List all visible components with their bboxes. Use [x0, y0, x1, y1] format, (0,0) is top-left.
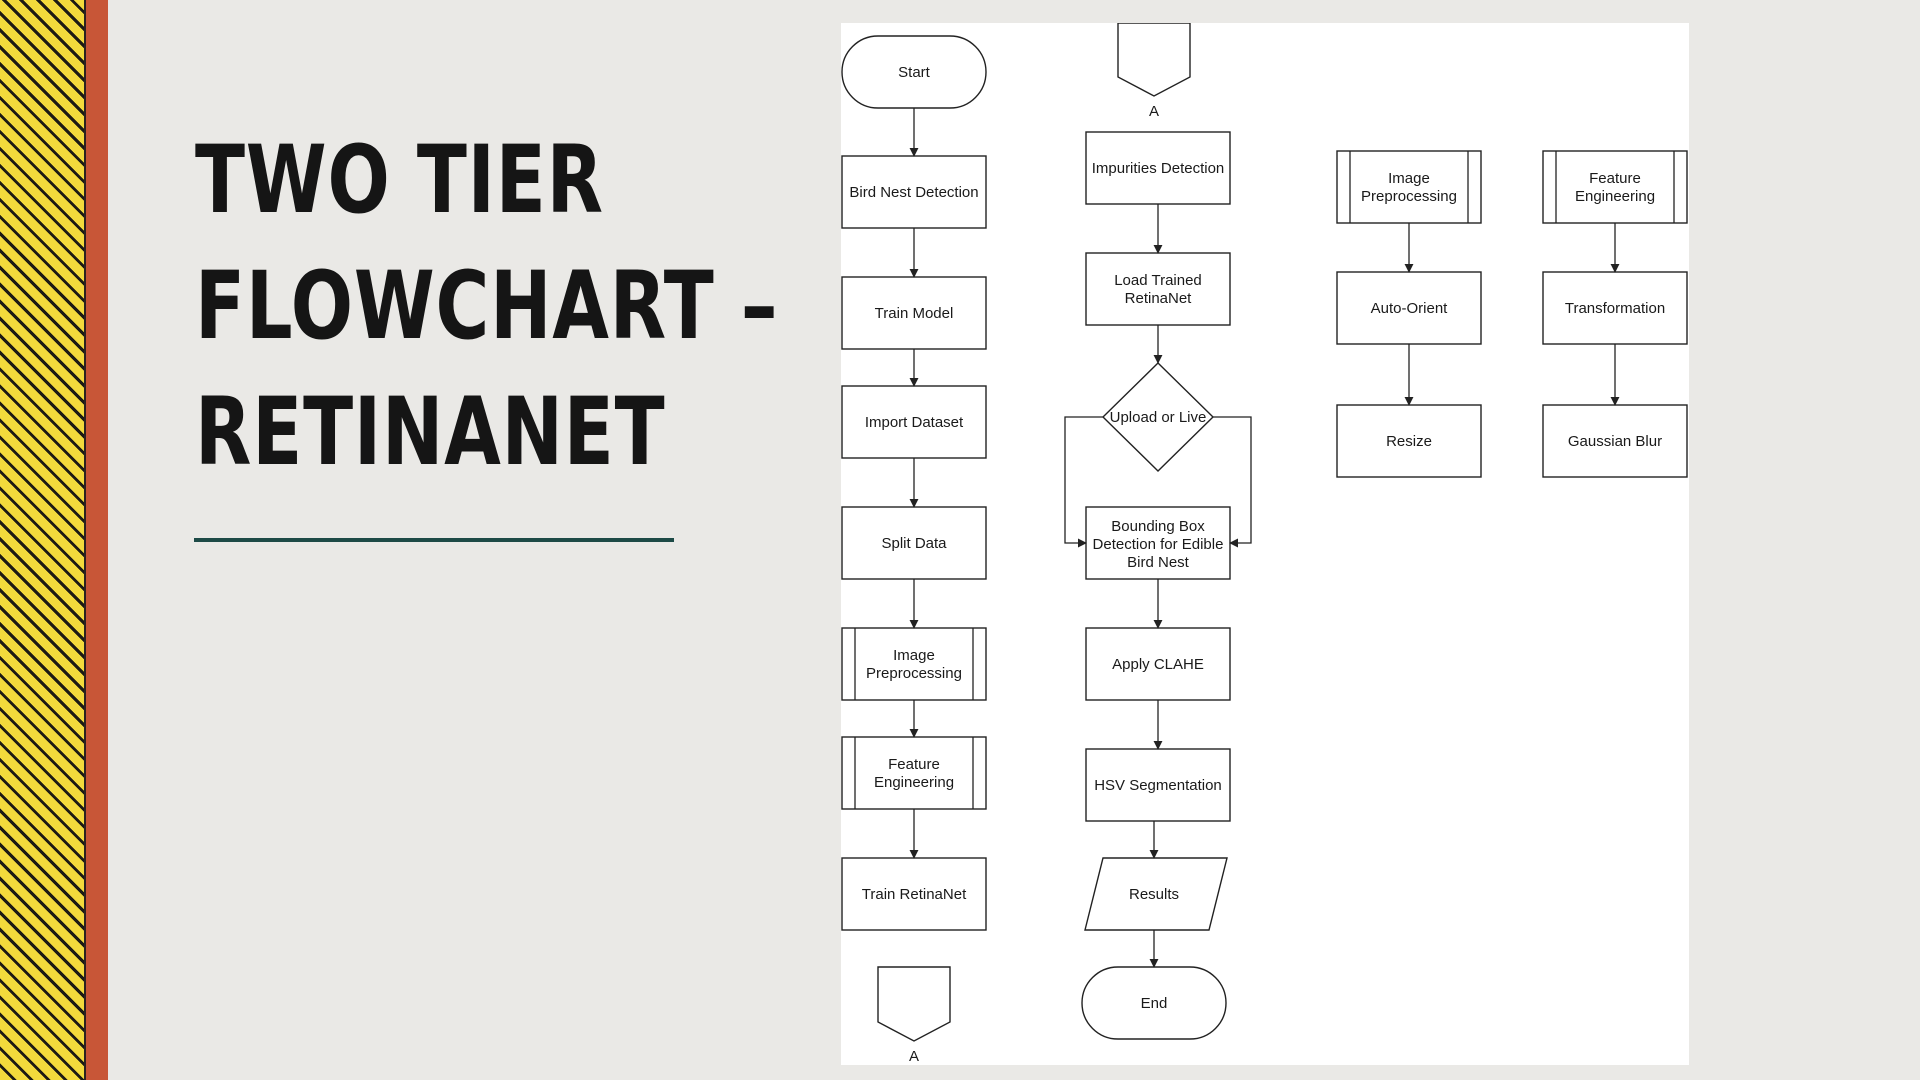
node-gaussian-blur: Gaussian Blur [1542, 404, 1688, 478]
node-bounding-box-detection: Bounding Box Detection for Edible Bird N… [1085, 506, 1231, 580]
node-end-label: End [1141, 995, 1168, 1012]
node-results-output: Results [1084, 857, 1228, 931]
node-start: Start [841, 35, 987, 109]
flowchart-diagram: Start Bird Nest Detection Train Model Im… [841, 23, 1688, 1065]
red-accent-bar [84, 0, 108, 1080]
node-image-preprocessing-label-2: Preprocessing [866, 665, 962, 682]
arrow-decision-upload-branch [1064, 416, 1103, 548]
tier2-arrows [1064, 204, 1252, 968]
node-resize: Resize [1336, 404, 1482, 478]
offpage-connector-in-label: A [1149, 103, 1159, 120]
node-load-trained-label-2: RetinaNet [1125, 290, 1193, 307]
flowchart-canvas: Start Bird Nest Detection Train Model Im… [841, 23, 1689, 1065]
decision-upload-or-live-label: Upload or Live [1110, 409, 1207, 426]
node-start-label: Start [898, 64, 931, 81]
node-end: End [1081, 966, 1227, 1040]
node-feature-engineering-label-1: Feature [888, 756, 940, 773]
node-load-trained-label-1: Load Trained [1114, 272, 1202, 289]
node-resize-label: Resize [1386, 433, 1432, 450]
node-train-retinanet: Train RetinaNet [841, 857, 987, 931]
node-apply-clahe-label: Apply CLAHE [1112, 656, 1204, 673]
node-train-model-label: Train Model [875, 305, 954, 322]
node-gaussian-blur-label: Gaussian Blur [1568, 433, 1662, 450]
hatched-stripe-decoration [0, 0, 84, 1080]
subprocess-feature-engineering-label-2: Engineering [1575, 188, 1655, 205]
decision-upload-or-live: Upload or Live [1102, 362, 1214, 472]
title-line-2: FLOWCHART – [195, 252, 779, 361]
node-apply-clahe: Apply CLAHE [1085, 627, 1231, 701]
node-import-dataset: Import Dataset [841, 385, 987, 459]
subprocess-feature-engineering-header: Feature Engineering [1542, 150, 1688, 224]
node-bird-nest-detection: Bird Nest Detection [841, 155, 987, 229]
subprocess-image-preprocessing-header: Image Preprocessing [1336, 150, 1482, 224]
node-feature-engineering-subprocess: Feature Engineering [841, 736, 987, 810]
node-feature-engineering-label-2: Engineering [874, 774, 954, 791]
title-underline [194, 538, 674, 542]
offpage-connector-out-label: A [909, 1048, 919, 1065]
node-impurities-detection: Impurities Detection [1085, 131, 1231, 205]
node-transformation-label: Transformation [1565, 300, 1665, 317]
node-import-dataset-label: Import Dataset [865, 414, 964, 431]
slide-title: TWO TIER FLOWCHART – RETINANET [195, 118, 778, 496]
node-hsv-segmentation: HSV Segmentation [1085, 748, 1231, 822]
node-train-model: Train Model [841, 276, 987, 350]
node-split-data: Split Data [841, 506, 987, 580]
title-line-1: TWO TIER [195, 126, 604, 235]
node-bounding-box-label-3: Bird Nest [1127, 554, 1190, 571]
node-bounding-box-label-1: Bounding Box [1111, 518, 1205, 535]
offpage-connector-in: A [1117, 23, 1191, 120]
node-impurities-detection-label: Impurities Detection [1092, 160, 1225, 177]
subprocess-feature-engineering-label-1: Feature [1589, 170, 1641, 187]
node-results-label: Results [1129, 886, 1179, 903]
node-load-trained-retinanet: Load Trained RetinaNet [1085, 252, 1231, 326]
subprocess-image-preprocessing-label-1: Image [1388, 170, 1430, 187]
node-auto-orient-label: Auto-Orient [1371, 300, 1449, 317]
node-image-preprocessing-label-1: Image [893, 647, 935, 664]
node-split-data-label: Split Data [881, 535, 947, 552]
node-train-retinanet-label: Train RetinaNet [862, 886, 967, 903]
node-bounding-box-label-2: Detection for Edible [1093, 536, 1224, 553]
node-image-preprocessing-subprocess: Image Preprocessing [841, 627, 987, 701]
offpage-connector-out: A [877, 966, 951, 1065]
node-transformation: Transformation [1542, 271, 1688, 345]
subprocess-image-preprocessing-label-2: Preprocessing [1361, 188, 1457, 205]
arrow-decision-live-branch [1213, 416, 1252, 548]
node-hsv-segmentation-label: HSV Segmentation [1094, 777, 1222, 794]
node-auto-orient: Auto-Orient [1336, 271, 1482, 345]
title-line-3: RETINANET [195, 378, 666, 487]
node-bird-nest-detection-label: Bird Nest Detection [849, 184, 978, 201]
